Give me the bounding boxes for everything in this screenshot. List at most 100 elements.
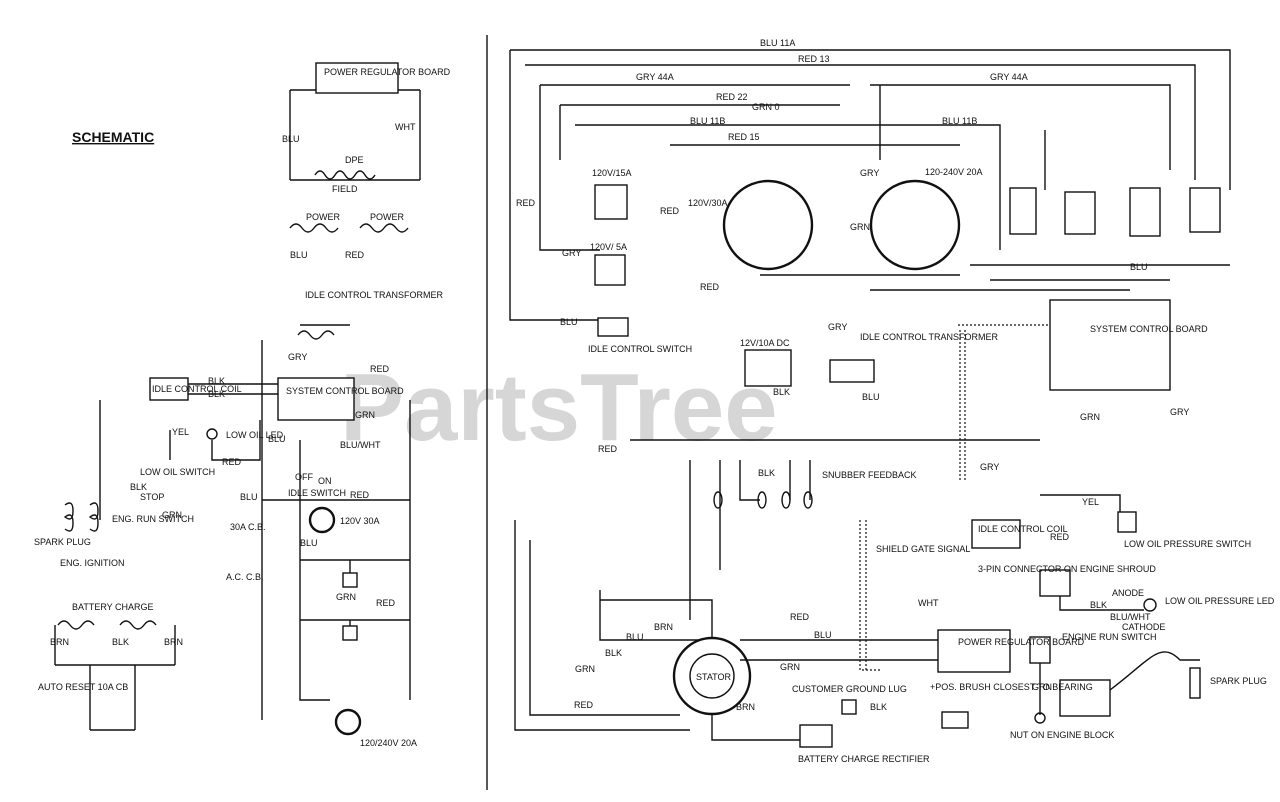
sch-wire-label: RED bbox=[350, 490, 370, 500]
sch-wire-label: RED bbox=[376, 598, 396, 608]
watermark: PartsTree bbox=[340, 354, 778, 461]
wire-label: GRY bbox=[1170, 407, 1189, 417]
shield-gate-signal-label: SHIELD GATE SIGNAL bbox=[876, 544, 970, 554]
rec-120-240v-20a bbox=[869, 179, 961, 271]
wire-label: BLU bbox=[814, 630, 832, 640]
wire-label: YEL bbox=[1082, 497, 1099, 507]
power-windings bbox=[289, 223, 409, 233]
schematic-title: SCHEMATIC bbox=[72, 129, 154, 145]
spark-plug-label: SPARK PLUG bbox=[1210, 676, 1267, 686]
wire-label: GRY bbox=[828, 322, 847, 332]
wire-label: RED bbox=[598, 444, 618, 454]
three-pin-connector bbox=[1039, 569, 1071, 597]
sch-wire-label: BLU bbox=[290, 250, 308, 260]
wire-label: BRN bbox=[654, 622, 673, 632]
wire-label: RED bbox=[700, 282, 720, 292]
blu-11a-label: BLU 11A bbox=[760, 38, 795, 48]
sch-wire-label: WHT bbox=[395, 122, 416, 132]
sch-wire-label: BRN bbox=[164, 637, 183, 647]
wire-label: GRY bbox=[860, 168, 879, 178]
wire-label: GRN bbox=[575, 664, 595, 674]
battery-charge-rectifier-label: BATTERY CHARGE RECTIFIER bbox=[798, 754, 930, 764]
power-b-label: POWER bbox=[370, 212, 405, 222]
gry-44a-right-wire bbox=[870, 84, 1171, 170]
receptacle-120v-label: 120V 30A bbox=[340, 516, 380, 526]
on-label: ON bbox=[318, 476, 332, 486]
cathode-label: CATHODE bbox=[1122, 622, 1165, 632]
sch-wire-label: YEL bbox=[172, 427, 189, 437]
power-regulator-board-label: POWER REGULATOR BOARD bbox=[324, 67, 451, 77]
low-oil-led-label: LOW OIL LED bbox=[226, 430, 284, 440]
acb-label: A.C. C.B. bbox=[226, 572, 264, 582]
cb-30a-label: 30A C.B. bbox=[230, 522, 266, 532]
sch-wire-label: BLK bbox=[112, 637, 129, 647]
wiring-wire-labels: GRY RED RED GRY GRN BLK BLK GRY BLU RED … bbox=[516, 168, 1189, 712]
wire-label: GRY bbox=[980, 462, 999, 472]
low-oil-switch-label: LOW OIL SWITCH bbox=[140, 467, 215, 477]
rec-120v-15a-label: 120V/15A bbox=[592, 168, 632, 178]
eng-ignition-label: ENG. IGNITION bbox=[60, 558, 125, 568]
sch-wire-label: GRN bbox=[162, 510, 182, 520]
field-loop-wires bbox=[289, 89, 421, 181]
sch-spark-plug-label: SPARK PLUG bbox=[34, 537, 91, 547]
red-15-label: RED 15 bbox=[728, 132, 760, 142]
system-control-board bbox=[1049, 299, 1171, 391]
wire-label: BLU bbox=[862, 392, 880, 402]
wire-label: GRN bbox=[1032, 682, 1052, 692]
wire-label: BLU bbox=[626, 632, 644, 642]
wire-label: RED bbox=[660, 206, 680, 216]
brush-assembly bbox=[941, 711, 969, 729]
sch-wire-label: BLU bbox=[282, 134, 300, 144]
red-13-label: RED 13 bbox=[798, 54, 830, 64]
stator-wires bbox=[514, 520, 713, 731]
idle-control-switch-label: IDLE CONTROL SWITCH bbox=[588, 344, 692, 354]
nut-on-engine-block-label: NUT ON ENGINE BLOCK bbox=[1010, 730, 1114, 740]
wire-label: BLK bbox=[870, 702, 887, 712]
yel-wire bbox=[1040, 494, 1121, 512]
rec-120v-30a-label: 120V/30A bbox=[688, 198, 728, 208]
ignition-module bbox=[1059, 679, 1111, 717]
engine-run-switch-label: ENGINE RUN SWITCH bbox=[1062, 632, 1157, 642]
wire-label: RED bbox=[1050, 532, 1070, 542]
wire-label: BLK bbox=[605, 648, 622, 658]
wire-label: BLK bbox=[1090, 600, 1107, 610]
gry-44a-wire bbox=[539, 84, 850, 251]
sch-idle-control-coil-label: IDLE CONTROL COIL bbox=[152, 384, 242, 394]
sch-wire-label: BRN bbox=[50, 637, 69, 647]
sch-wire-label: BLU/WHT bbox=[340, 440, 381, 450]
wire-label: BLK bbox=[773, 387, 790, 397]
sch-wire-label: BLU bbox=[240, 492, 258, 502]
dpe-label: DPE bbox=[345, 155, 364, 165]
low-oil-pressure-led-label: LOW OIL PRESSURE LED bbox=[1165, 596, 1275, 606]
sch-wire-label: RED bbox=[222, 457, 242, 467]
battery-charge-rectifier bbox=[799, 724, 833, 748]
cb-3 bbox=[1129, 187, 1161, 237]
three-pin-connector-label: 3-PIN CONNECTOR ON ENGINE SHROUD bbox=[978, 564, 1156, 574]
low-oil-wires bbox=[169, 420, 261, 461]
power-regulator-board-label: POWER REGULATOR BOARD bbox=[958, 637, 1085, 647]
red-22-wire bbox=[559, 104, 840, 160]
wire-label: BLU bbox=[1130, 262, 1148, 272]
ground-nut bbox=[1034, 712, 1046, 724]
wire-label: BLK bbox=[758, 468, 775, 478]
sch-system-control-board-label: SYSTEM CONTROL BOARD bbox=[286, 386, 404, 396]
battery-charge-label: BATTERY CHARGE bbox=[72, 602, 154, 612]
idle-control-coil-label: IDLE CONTROL COIL bbox=[978, 524, 1068, 534]
led-wires bbox=[1059, 596, 1144, 611]
rec-120v-30a bbox=[722, 179, 814, 271]
low-oil-pressure-switch bbox=[1117, 511, 1137, 533]
cb-4 bbox=[1189, 187, 1221, 233]
wire-label: GRY bbox=[562, 248, 581, 258]
connector-1 bbox=[713, 491, 723, 509]
sch-wire-label: GRN bbox=[355, 410, 375, 420]
power-a-label: POWER bbox=[306, 212, 341, 222]
sch-wire-label: GRN bbox=[336, 592, 356, 602]
spark-plug-wire bbox=[1109, 651, 1200, 691]
sch-wire-label: GRY bbox=[288, 352, 307, 362]
sch-wire-label: BLU bbox=[300, 538, 318, 548]
harness-dashed bbox=[958, 324, 1050, 480]
regulator-wires bbox=[740, 639, 938, 661]
low-oil-pressure-switch-label: LOW OIL PRESSURE SWITCH bbox=[1124, 539, 1251, 549]
wire-label: RED bbox=[790, 612, 810, 622]
